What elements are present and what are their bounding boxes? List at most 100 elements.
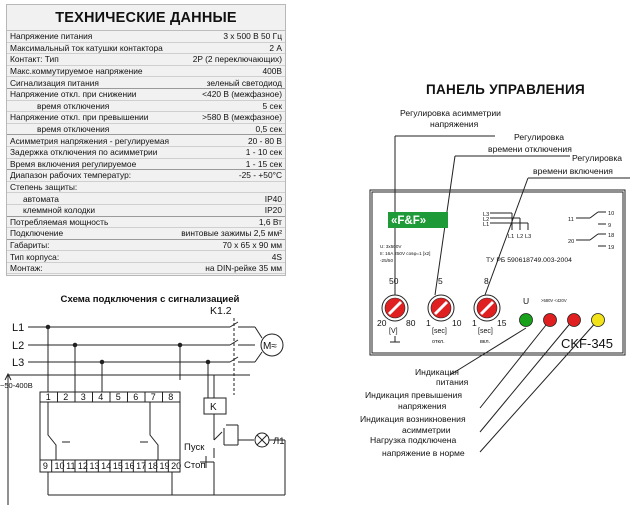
spec-value: 5 сек	[175, 100, 285, 113]
knob2-unit: [sec]	[432, 328, 447, 335]
knob3-mid: 8	[484, 276, 489, 286]
spec-row: Напряжение откл. при снижении<420 В (меж…	[7, 88, 285, 101]
spec-value: 4S	[175, 250, 285, 263]
knob2-max: 10	[452, 318, 462, 328]
contact-l2: L2	[483, 217, 489, 223]
bottom-terminal: 20	[171, 461, 181, 471]
top-terminal: 1	[46, 392, 51, 402]
bottom-terminal: 18	[148, 461, 158, 471]
spec-value: 1,6 Вт	[175, 216, 285, 229]
top-terminal: 7	[151, 392, 156, 402]
knob3-sub: вкл.	[480, 339, 491, 345]
spec-value: 20 - 80 В	[175, 134, 285, 147]
bottom-terminal: 14	[101, 461, 111, 471]
device-tu: ТУ РБ 590618749.003-2004	[486, 257, 572, 264]
spec-key: Время включения регулируемое	[7, 158, 176, 171]
scheme-title: Схема подключения с сигнализацией	[60, 294, 240, 305]
spec-value: 400В	[175, 65, 285, 78]
contact-bottom-l1: L1	[508, 234, 514, 240]
spec-key: время отключения	[7, 123, 176, 136]
device-body	[369, 189, 626, 356]
motor-label: M≈	[263, 341, 277, 352]
control-panel-drawing: «F&F» Регулировка асимметрии напряжения …	[360, 108, 630, 458]
bottom-terminal: 17	[136, 461, 146, 471]
bottom-terminal: 13	[90, 461, 100, 471]
contact-bottom-l3: L3	[525, 234, 531, 240]
panel-title: ПАНЕЛЬ УПРАВЛЕНИЯ	[426, 82, 585, 97]
contact-10: 10	[608, 211, 614, 217]
spec-value: 70 х 65 х 90 мм	[175, 239, 285, 252]
motor-symbol	[260, 333, 284, 357]
device-spec-2: II: 16A 250V cosφ=1 [x2]	[380, 251, 430, 256]
contact-19: 19	[608, 245, 614, 251]
spec-value: 3 х 500 В 50 Гц	[175, 31, 285, 43]
callout-asym-ind-2: асимметрии	[402, 425, 451, 435]
spec-key: Асимметрия напряжения - регулируемая	[7, 134, 176, 147]
contact-18: 18	[608, 233, 614, 239]
spec-value	[175, 181, 285, 194]
spec-key: автомата	[7, 192, 176, 205]
led-load-yellow	[591, 313, 605, 327]
contact-l1: L1	[483, 222, 489, 228]
spec-value: -25 - +50°С	[175, 169, 285, 182]
contact-11: 11	[568, 217, 574, 223]
coil-label: K	[210, 402, 217, 413]
spec-value: винтовые зажимы 2,5 мм²	[175, 227, 285, 240]
spec-key: Подключение	[7, 227, 176, 240]
top-terminal: 8	[168, 392, 173, 402]
contact-20: 20	[568, 239, 574, 245]
stop-label: Стоп	[184, 460, 206, 471]
spec-key: клеммной колодки	[7, 204, 176, 217]
spec-row: Напряжение откл. при превышении>580 В (м…	[7, 111, 285, 124]
spec-value: 1 - 10 сек	[175, 146, 285, 159]
bottom-terminal: 16	[125, 461, 135, 471]
top-terminal: 5	[116, 392, 121, 402]
knob1-mid: 50	[389, 276, 399, 286]
knob2-min: 1	[426, 318, 431, 328]
top-terminal: 4	[98, 392, 103, 402]
spec-value: IP40	[175, 192, 285, 205]
led-overvoltage-label: >580V <420V	[541, 298, 567, 303]
callout-load-1: Нагрузка подключена	[370, 435, 457, 445]
voltage-label: ~50-400В	[0, 381, 33, 390]
spec-value: >580 В (межфазное)	[175, 111, 285, 124]
knob1-min: 20	[377, 318, 387, 328]
contactor-coil	[203, 397, 227, 415]
callout-asym-1: Регулировка асимметрии	[400, 108, 501, 118]
relay-label: K1.2	[210, 305, 232, 317]
knob1-unit: [V]	[389, 328, 398, 335]
knob3-unit: [sec]	[478, 328, 493, 335]
spec-key: Напряжение откл. при превышении	[7, 111, 176, 124]
callout-power-1: Индикация	[415, 367, 459, 377]
spec-key: Габариты:	[7, 239, 176, 252]
bottom-terminal: 11	[66, 461, 75, 471]
callout-over-1: Индикация превышения	[365, 390, 462, 400]
spec-key: Напряжение откл. при снижении	[7, 88, 176, 101]
spec-row: Тип корпуса:4S	[7, 250, 285, 263]
contact-bottom-l2: L2	[517, 234, 523, 240]
spec-table-title: ТЕХНИЧЕСКИЕ ДАННЫЕ	[7, 5, 285, 31]
spec-key: Потребляемая мощность	[7, 216, 176, 229]
spec-key: Контакт: Тип	[7, 53, 176, 66]
brand-logo-bg	[388, 212, 448, 228]
contact-l3: L3	[483, 212, 489, 218]
top-terminal: 2	[63, 392, 68, 402]
spec-key: Максимальный ток катушки контактора	[7, 42, 176, 55]
device-spec-1: U: 3x500V	[380, 244, 402, 249]
brand-logo: «F&F»	[391, 215, 426, 227]
wiring-scheme: L1 L2 L3 K1.2 M≈ K ~50-400В Пуск Стоп Л1…	[0, 305, 286, 505]
spec-row: Монтаж:на DIN-рейке 35 мм	[7, 262, 285, 275]
callout-off-2: времени отключения	[488, 144, 572, 154]
contact-9: 9	[608, 223, 611, 229]
bottom-terminal: 10	[55, 461, 65, 471]
